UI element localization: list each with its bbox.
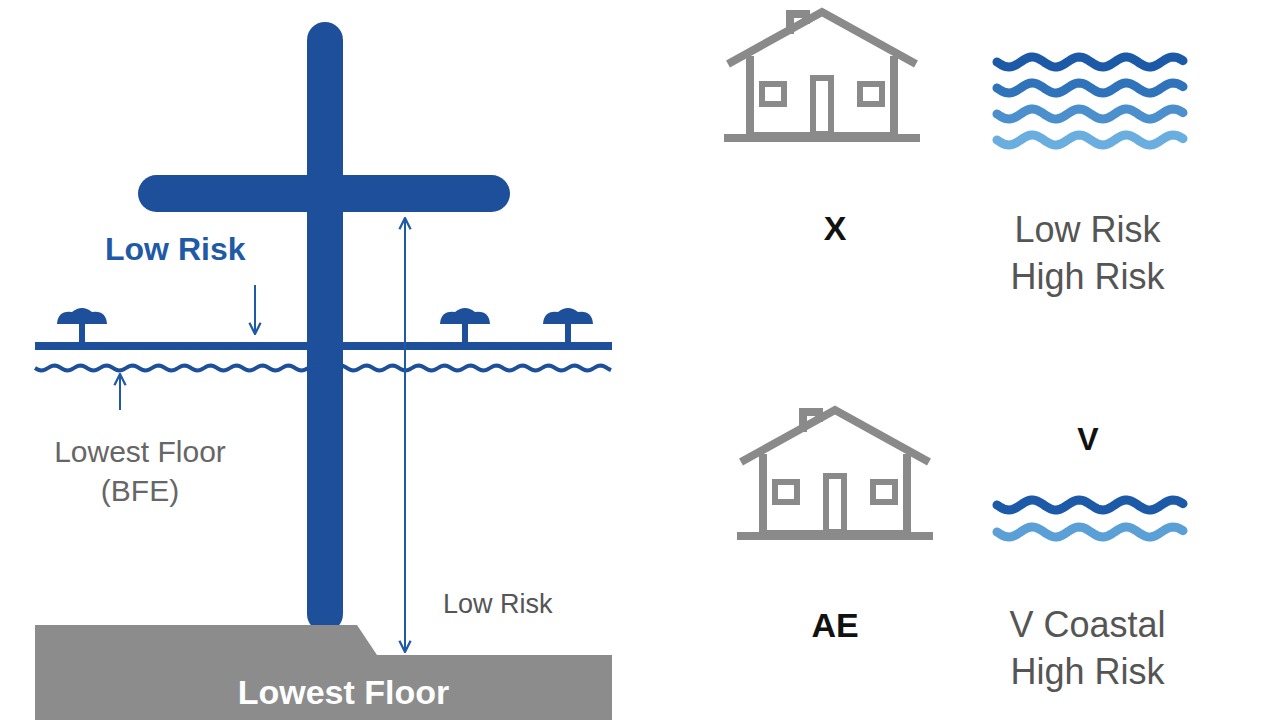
house-walls bbox=[763, 454, 907, 534]
house-window bbox=[860, 84, 882, 104]
crossbar bbox=[138, 175, 510, 212]
tree-crown bbox=[57, 308, 107, 324]
water-wave bbox=[35, 366, 611, 371]
height-arrow bbox=[404, 218, 406, 652]
ground-band: Lowest Floor bbox=[35, 625, 612, 720]
wave-stroke bbox=[997, 500, 1183, 510]
house-window bbox=[775, 482, 797, 502]
zone-code: X bbox=[800, 208, 870, 249]
zone-code: AE bbox=[785, 605, 885, 646]
wave-icon bbox=[997, 500, 1183, 537]
wave-stroke bbox=[997, 57, 1183, 67]
tree-crown bbox=[440, 308, 490, 324]
house-door bbox=[813, 78, 831, 134]
house-window bbox=[762, 84, 784, 104]
wave-stroke bbox=[997, 135, 1183, 145]
house-door bbox=[826, 476, 844, 532]
house-roof bbox=[741, 410, 929, 462]
water-wave-line bbox=[35, 366, 611, 371]
house-window bbox=[873, 482, 895, 502]
pole bbox=[307, 22, 343, 632]
bfe-label: Lowest Floor (BFE) bbox=[20, 432, 260, 510]
band-fill bbox=[35, 625, 612, 720]
house-icon bbox=[724, 12, 920, 138]
house-roof bbox=[728, 12, 916, 64]
down-arrow bbox=[254, 285, 256, 334]
water-line bbox=[35, 342, 612, 350]
house-walls bbox=[750, 56, 894, 136]
house-chimney bbox=[790, 14, 806, 34]
wave-icon bbox=[997, 57, 1183, 145]
risk-label: Low Risk High Risk bbox=[985, 207, 1190, 301]
house-icon bbox=[737, 410, 933, 536]
house-chimney bbox=[803, 412, 819, 432]
risk-label: Low Risk bbox=[443, 588, 603, 620]
trees bbox=[57, 308, 593, 344]
wave-stroke bbox=[997, 83, 1183, 93]
tree-crown bbox=[543, 308, 593, 324]
up-arrow bbox=[119, 374, 121, 410]
wave-stroke bbox=[997, 527, 1183, 537]
band-label: Lowest Floor bbox=[35, 673, 612, 712]
zone-code: V bbox=[1048, 420, 1128, 458]
risk-label: Low Risk bbox=[105, 230, 275, 268]
zone-description: V Coastal High Risk bbox=[980, 602, 1195, 696]
wave-stroke bbox=[997, 109, 1183, 119]
